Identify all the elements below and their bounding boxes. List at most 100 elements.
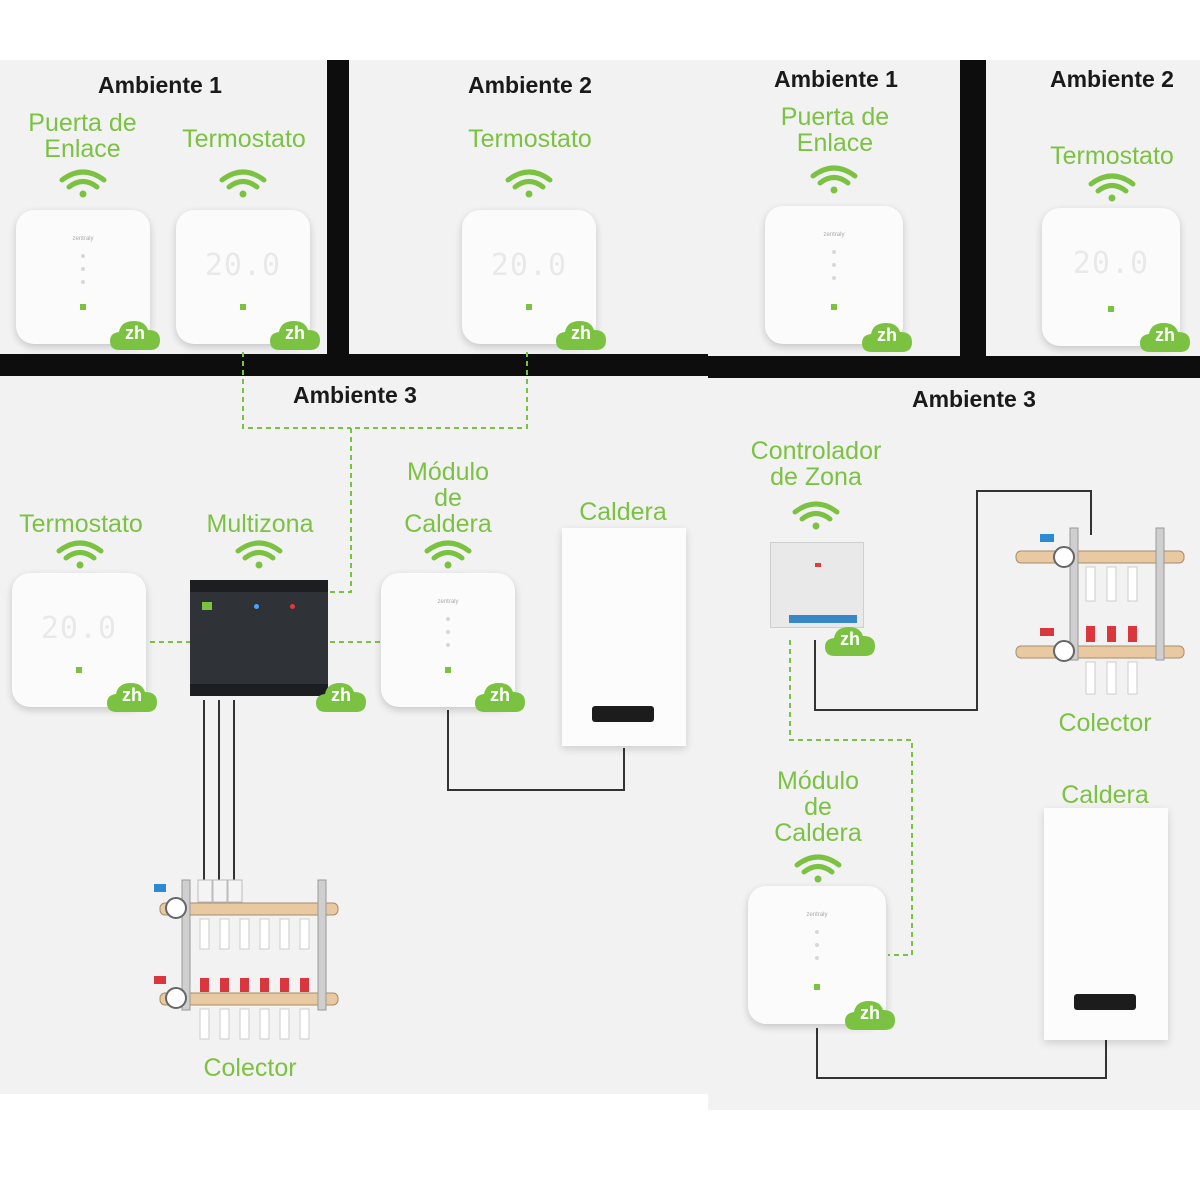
outlet: [299, 918, 310, 950]
zh-badge: zh: [860, 320, 914, 354]
right-label-collector: Colector: [1058, 709, 1152, 737]
zh-badge: zh: [823, 624, 877, 658]
left-label-thermostat-room1: Termostato: [182, 125, 306, 153]
outlet: [1106, 661, 1117, 695]
wifi-icon: [219, 169, 267, 198]
left-label-boiler: Caldera: [579, 498, 667, 526]
logo-mark: [526, 304, 532, 310]
wifi-icon: [794, 854, 842, 883]
flow-meter-red: [240, 978, 249, 992]
status-leds: [832, 250, 836, 289]
manifold-post-right: [1155, 527, 1165, 661]
terminal-strip: [789, 615, 857, 623]
right-wire-controller-to-collector: [814, 490, 1092, 711]
wifi-icon: [1088, 173, 1136, 202]
device-brand: zentraly: [806, 912, 828, 918]
manifold-post-right: [317, 879, 327, 1011]
flow-meter-red: [1128, 626, 1137, 642]
right-boiler: [1044, 808, 1168, 1040]
outlet: [239, 918, 250, 950]
logo-mark: [1108, 306, 1114, 312]
zh-badge: zh: [105, 680, 159, 714]
outlet: [199, 1008, 210, 1040]
zh-badge-text: zh: [490, 685, 510, 705]
manifold-post-left: [181, 879, 191, 1011]
left-label-gateway: Puerta de Enlace: [28, 109, 137, 163]
status-led: [290, 604, 295, 609]
boiler-display: [592, 706, 654, 722]
outlet: [1127, 566, 1138, 602]
right-link-controller-to-module: [789, 640, 913, 956]
left-label-multizona: Multizona: [206, 510, 314, 538]
left-room-title-2: Ambiente 2: [468, 72, 592, 98]
logo-mark: [445, 667, 451, 673]
device-brand: zentraly: [437, 599, 459, 605]
manifold-bar-top: [159, 902, 339, 916]
terminal-rail-top: [190, 580, 328, 592]
manifold-post-left: [1069, 527, 1079, 661]
left-label-collector: Colector: [203, 1054, 297, 1082]
zh-badge: zh: [843, 998, 897, 1032]
zh-badge: zh: [108, 318, 162, 352]
zh-badge: zh: [473, 680, 527, 714]
zh-badge-text: zh: [125, 323, 145, 343]
outlet: [259, 1008, 270, 1040]
boiler-display: [1074, 994, 1136, 1010]
right-wire-module-to-boiler: [816, 1028, 1107, 1079]
outlet: [1127, 661, 1138, 695]
gauge: [1053, 640, 1075, 662]
left-label-thermostat-room3: Termostato: [19, 510, 143, 538]
outlet: [1106, 566, 1117, 602]
zh-badge-text: zh: [840, 629, 860, 649]
valve-red: [154, 976, 166, 984]
actuator: [227, 879, 243, 903]
right-room-title-2: Ambiente 2: [1050, 66, 1174, 92]
status-leds: [815, 930, 819, 969]
flow-meter-red: [260, 978, 269, 992]
flow-meter-red: [1086, 626, 1095, 642]
zh-badge: zh: [314, 680, 368, 714]
flow-meter-red: [200, 978, 209, 992]
zh-badge-text: zh: [122, 685, 142, 705]
outlet: [1085, 566, 1096, 602]
left-link-thermo1-to-hub: [242, 352, 351, 429]
logo-mark: [202, 602, 212, 610]
multizona-device: [190, 580, 328, 696]
right-label-zone-controller: Controlador de Zona: [750, 437, 882, 491]
valve-blue: [1040, 534, 1054, 542]
left-label-thermostat-room2: Termostato: [468, 125, 592, 153]
zh-badge-text: zh: [1155, 325, 1175, 345]
logo-mark: [76, 667, 82, 673]
wifi-icon: [810, 165, 858, 194]
outlet: [239, 1008, 250, 1040]
status-led: [254, 604, 259, 609]
device-brand: zentraly: [72, 236, 94, 242]
right-boiler-module-device: zentraly: [748, 886, 886, 1024]
left-boiler: [562, 528, 686, 746]
gauge: [1053, 546, 1075, 568]
right-label-gateway: Puerta de Enlace: [780, 103, 890, 157]
logo-mark: [80, 304, 86, 310]
left-room-title-3: Ambiente 3: [293, 382, 417, 408]
outlet: [219, 1008, 230, 1040]
outlet: [279, 1008, 290, 1040]
logo-mark: [814, 984, 820, 990]
left-link-thermo2-to-hub: [351, 352, 528, 429]
temperature-display: 20.0: [490, 248, 568, 283]
logo-mark: [831, 304, 837, 310]
logo-mark: [240, 304, 246, 310]
outlet: [299, 1008, 310, 1040]
zh-badge: zh: [1138, 320, 1192, 354]
right-thermostat-room2: 20.0: [1042, 208, 1180, 346]
outlet: [279, 918, 290, 950]
terminal-rail-bottom: [190, 684, 328, 696]
wifi-icon: [792, 501, 840, 530]
outlet: [259, 918, 270, 950]
temperature-display: 20.0: [204, 248, 282, 283]
left-room-title-1: Ambiente 1: [98, 72, 222, 98]
zh-badge-text: zh: [860, 1003, 880, 1023]
status-led: [815, 563, 821, 567]
zh-badge-text: zh: [331, 685, 351, 705]
